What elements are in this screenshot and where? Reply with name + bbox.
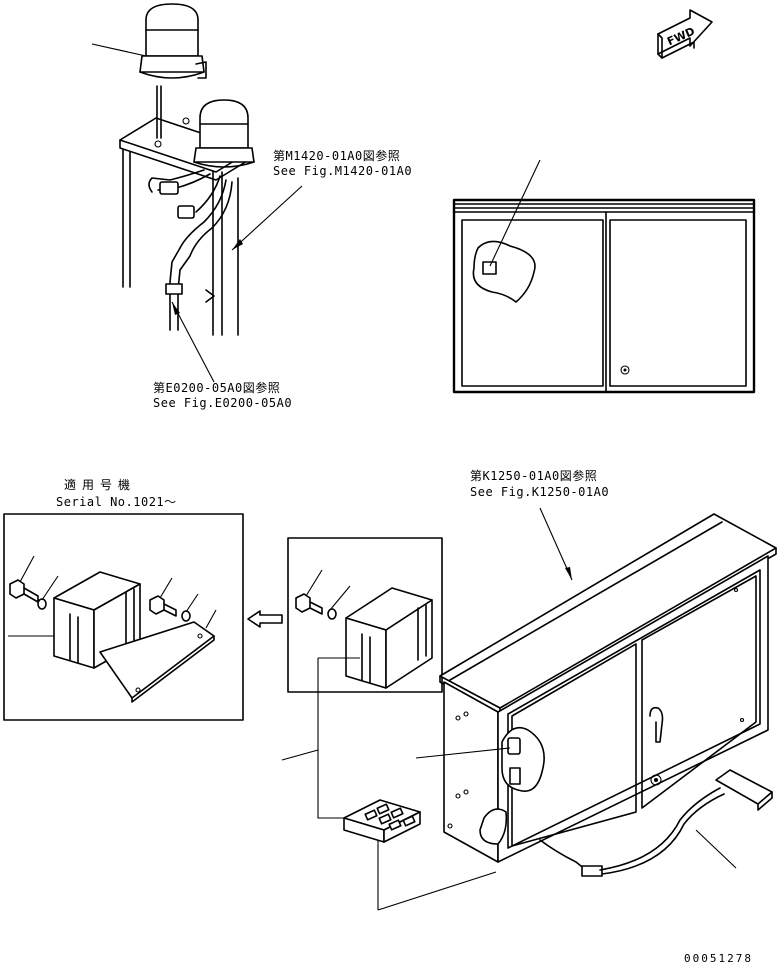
serial-label-jp: 適用号機 — [64, 477, 136, 492]
fwd-arrow-icon: FWD — [657, 9, 713, 59]
callout-m1420-jp: 第M1420-01A0図参照 — [273, 148, 400, 163]
cabinet-front-view — [452, 159, 756, 394]
document-number: 00051278 — [684, 952, 753, 965]
hollow-arrow-icon — [247, 610, 283, 628]
lower-beacon-lamp — [193, 99, 255, 168]
upper-beacon-lamp — [139, 3, 207, 79]
callout-e0200-jp: 第E0200-05A0図参照 — [153, 380, 280, 395]
serial-detail-box — [3, 513, 244, 721]
serial-label-en: Serial No.1021～ — [56, 495, 177, 509]
callout-k1250-jp: 第K1250-01A0図参照 — [470, 468, 597, 483]
callout-e0200-en: See Fig.E0200-05A0 — [153, 396, 292, 410]
cabinet-3d-view — [415, 507, 777, 877]
beacon-lamp-assembly — [91, 3, 303, 383]
current-detail-box — [287, 537, 443, 693]
callout-k1250-en: See Fig.K1250-01A0 — [470, 485, 609, 499]
callout-m1420-en: See Fig.M1420-01A0 — [273, 164, 412, 178]
switch-box — [343, 799, 497, 911]
